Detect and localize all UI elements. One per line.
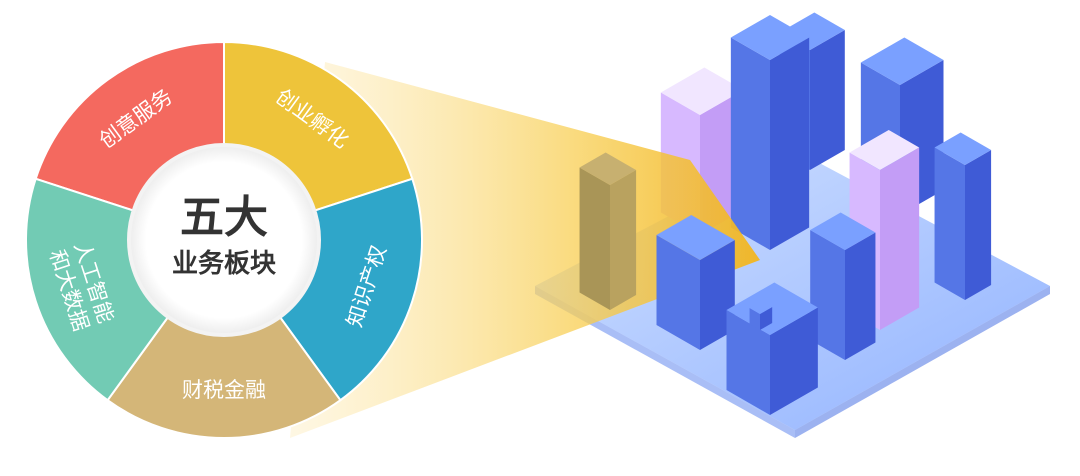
building-front-small-cap — [749, 301, 773, 330]
building-front-left-left-face — [656, 235, 700, 350]
building-front-mid-top-face — [810, 212, 876, 250]
isometric-city-illustration — [535, 12, 1050, 438]
building-back-right-top-face — [860, 37, 944, 85]
building-center-tower-right-face — [770, 37, 810, 250]
city-ground-edge — [535, 286, 795, 438]
building-right-slim-right-face — [965, 150, 992, 300]
building-under-beam-left-left-face — [579, 167, 610, 310]
business-ring: 创意服务创业孵化知识产权财税金融人工智能和大数据 — [25, 40, 423, 439]
building-under-beam-left — [579, 152, 637, 310]
building-center-tower-left-face — [730, 37, 770, 250]
building-front-left-top-face — [656, 215, 735, 260]
building-center-tower-top-face — [730, 15, 810, 60]
building-center-tower — [730, 15, 810, 250]
center-title: 五大 — [180, 192, 268, 243]
building-front-small-cap-top-face — [749, 301, 773, 314]
city-front-buildings — [579, 152, 818, 415]
building-front-mid — [810, 212, 876, 360]
highlight-beam — [290, 62, 760, 438]
segment-label-tax-finance: 财税金融 — [182, 378, 266, 402]
building-back-tall-right-face — [810, 30, 845, 170]
building-right-slim — [934, 132, 992, 300]
building-front-mid-right-face — [845, 232, 876, 360]
segment-label-group-tax-finance: 财税金融 — [182, 378, 266, 402]
building-front-small-left-face — [726, 310, 770, 415]
city-ground-edge-right — [795, 286, 1050, 438]
building-purple-arch-right-face — [880, 147, 920, 330]
building-front-left-right-face — [700, 240, 735, 350]
building-under-beam-left-top-face — [579, 152, 637, 185]
building-front-small — [726, 282, 818, 415]
building-right-slim-top-face — [934, 132, 992, 165]
building-front-small-right-face — [770, 307, 818, 415]
center-subtitle: 业务板块 — [172, 249, 276, 279]
building-front-mid-left-face — [810, 230, 845, 360]
building-front-small-cap-left-face — [749, 308, 760, 330]
building-front-left — [656, 215, 735, 350]
building-purple-left-top-face — [660, 67, 744, 115]
building-under-beam-left-right-face — [610, 170, 637, 310]
building-purple-arch-top-face — [849, 130, 920, 170]
building-right-slim-left-face — [934, 147, 965, 300]
center-circle — [127, 143, 321, 337]
building-front-small-cap-right-face — [760, 307, 773, 330]
